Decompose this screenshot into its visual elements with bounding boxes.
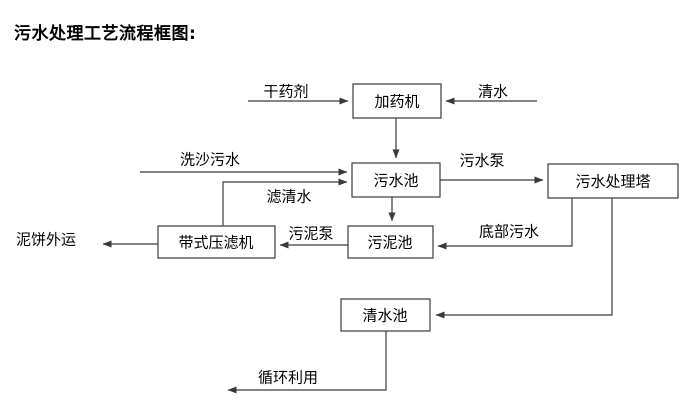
edge-filtrate-to-sewage: 滤清水 — [222, 178, 348, 226]
svg-text:清水池: 清水池 — [362, 307, 407, 325]
edge-label-filtrate: 滤清水 — [266, 188, 311, 206]
edge-clean-water-to-dosing: 清水 — [445, 83, 537, 105]
edge-label-clean-water: 清水 — [478, 83, 508, 101]
edge-label-sewage-pump: 污水泵 — [459, 152, 504, 170]
edge-label-bottom-sewage: 底部污水 — [479, 223, 539, 241]
node-sewage-treatment-tower[interactable]: 污水处理塔 — [547, 163, 679, 199]
edge-tower-to-sludge: 底部污水 — [437, 198, 573, 250]
svg-text:带式压滤机: 带式压滤机 — [178, 234, 253, 252]
edge-sludge-to-beltpress: 污泥泵 — [279, 225, 348, 249]
edge-clearwater-to-reuse — [227, 331, 387, 394]
edge-label-sludge-pump: 污泥泵 — [288, 225, 333, 243]
edge-washsand-to-sewage: 洗沙污水 — [140, 151, 348, 176]
node-sludge-pool[interactable]: 污泥池 — [347, 225, 434, 259]
svg-text:加药机: 加药机 — [374, 93, 419, 111]
node-belt-filter-press[interactable]: 带式压滤机 — [157, 225, 276, 259]
svg-text:污水处理塔: 污水处理塔 — [575, 173, 650, 191]
page-title: 污水处理工艺流程框图: — [14, 24, 197, 44]
terminal-label-recycle-use: 循环利用 — [258, 369, 318, 387]
edge-label-washsand: 洗沙污水 — [180, 151, 240, 169]
svg-text:污水池: 污水池 — [373, 172, 418, 190]
node-sewage-pool[interactable]: 污水池 — [351, 162, 441, 198]
node-clear-water-pool[interactable]: 清水池 — [340, 298, 431, 332]
edge-dry-agent-to-dosing: 干药剂 — [248, 83, 349, 105]
svg-text:污泥池: 污泥池 — [367, 234, 412, 252]
terminal-label-mud-cake-out: 泥饼外运 — [16, 231, 76, 249]
node-dosing-machine[interactable]: 加药机 — [352, 83, 442, 119]
edge-sewage-to-tower: 污水泵 — [440, 152, 544, 184]
edge-label-dry-agent: 干药剂 — [263, 83, 308, 101]
edge-tower-to-clearwater — [435, 198, 613, 319]
